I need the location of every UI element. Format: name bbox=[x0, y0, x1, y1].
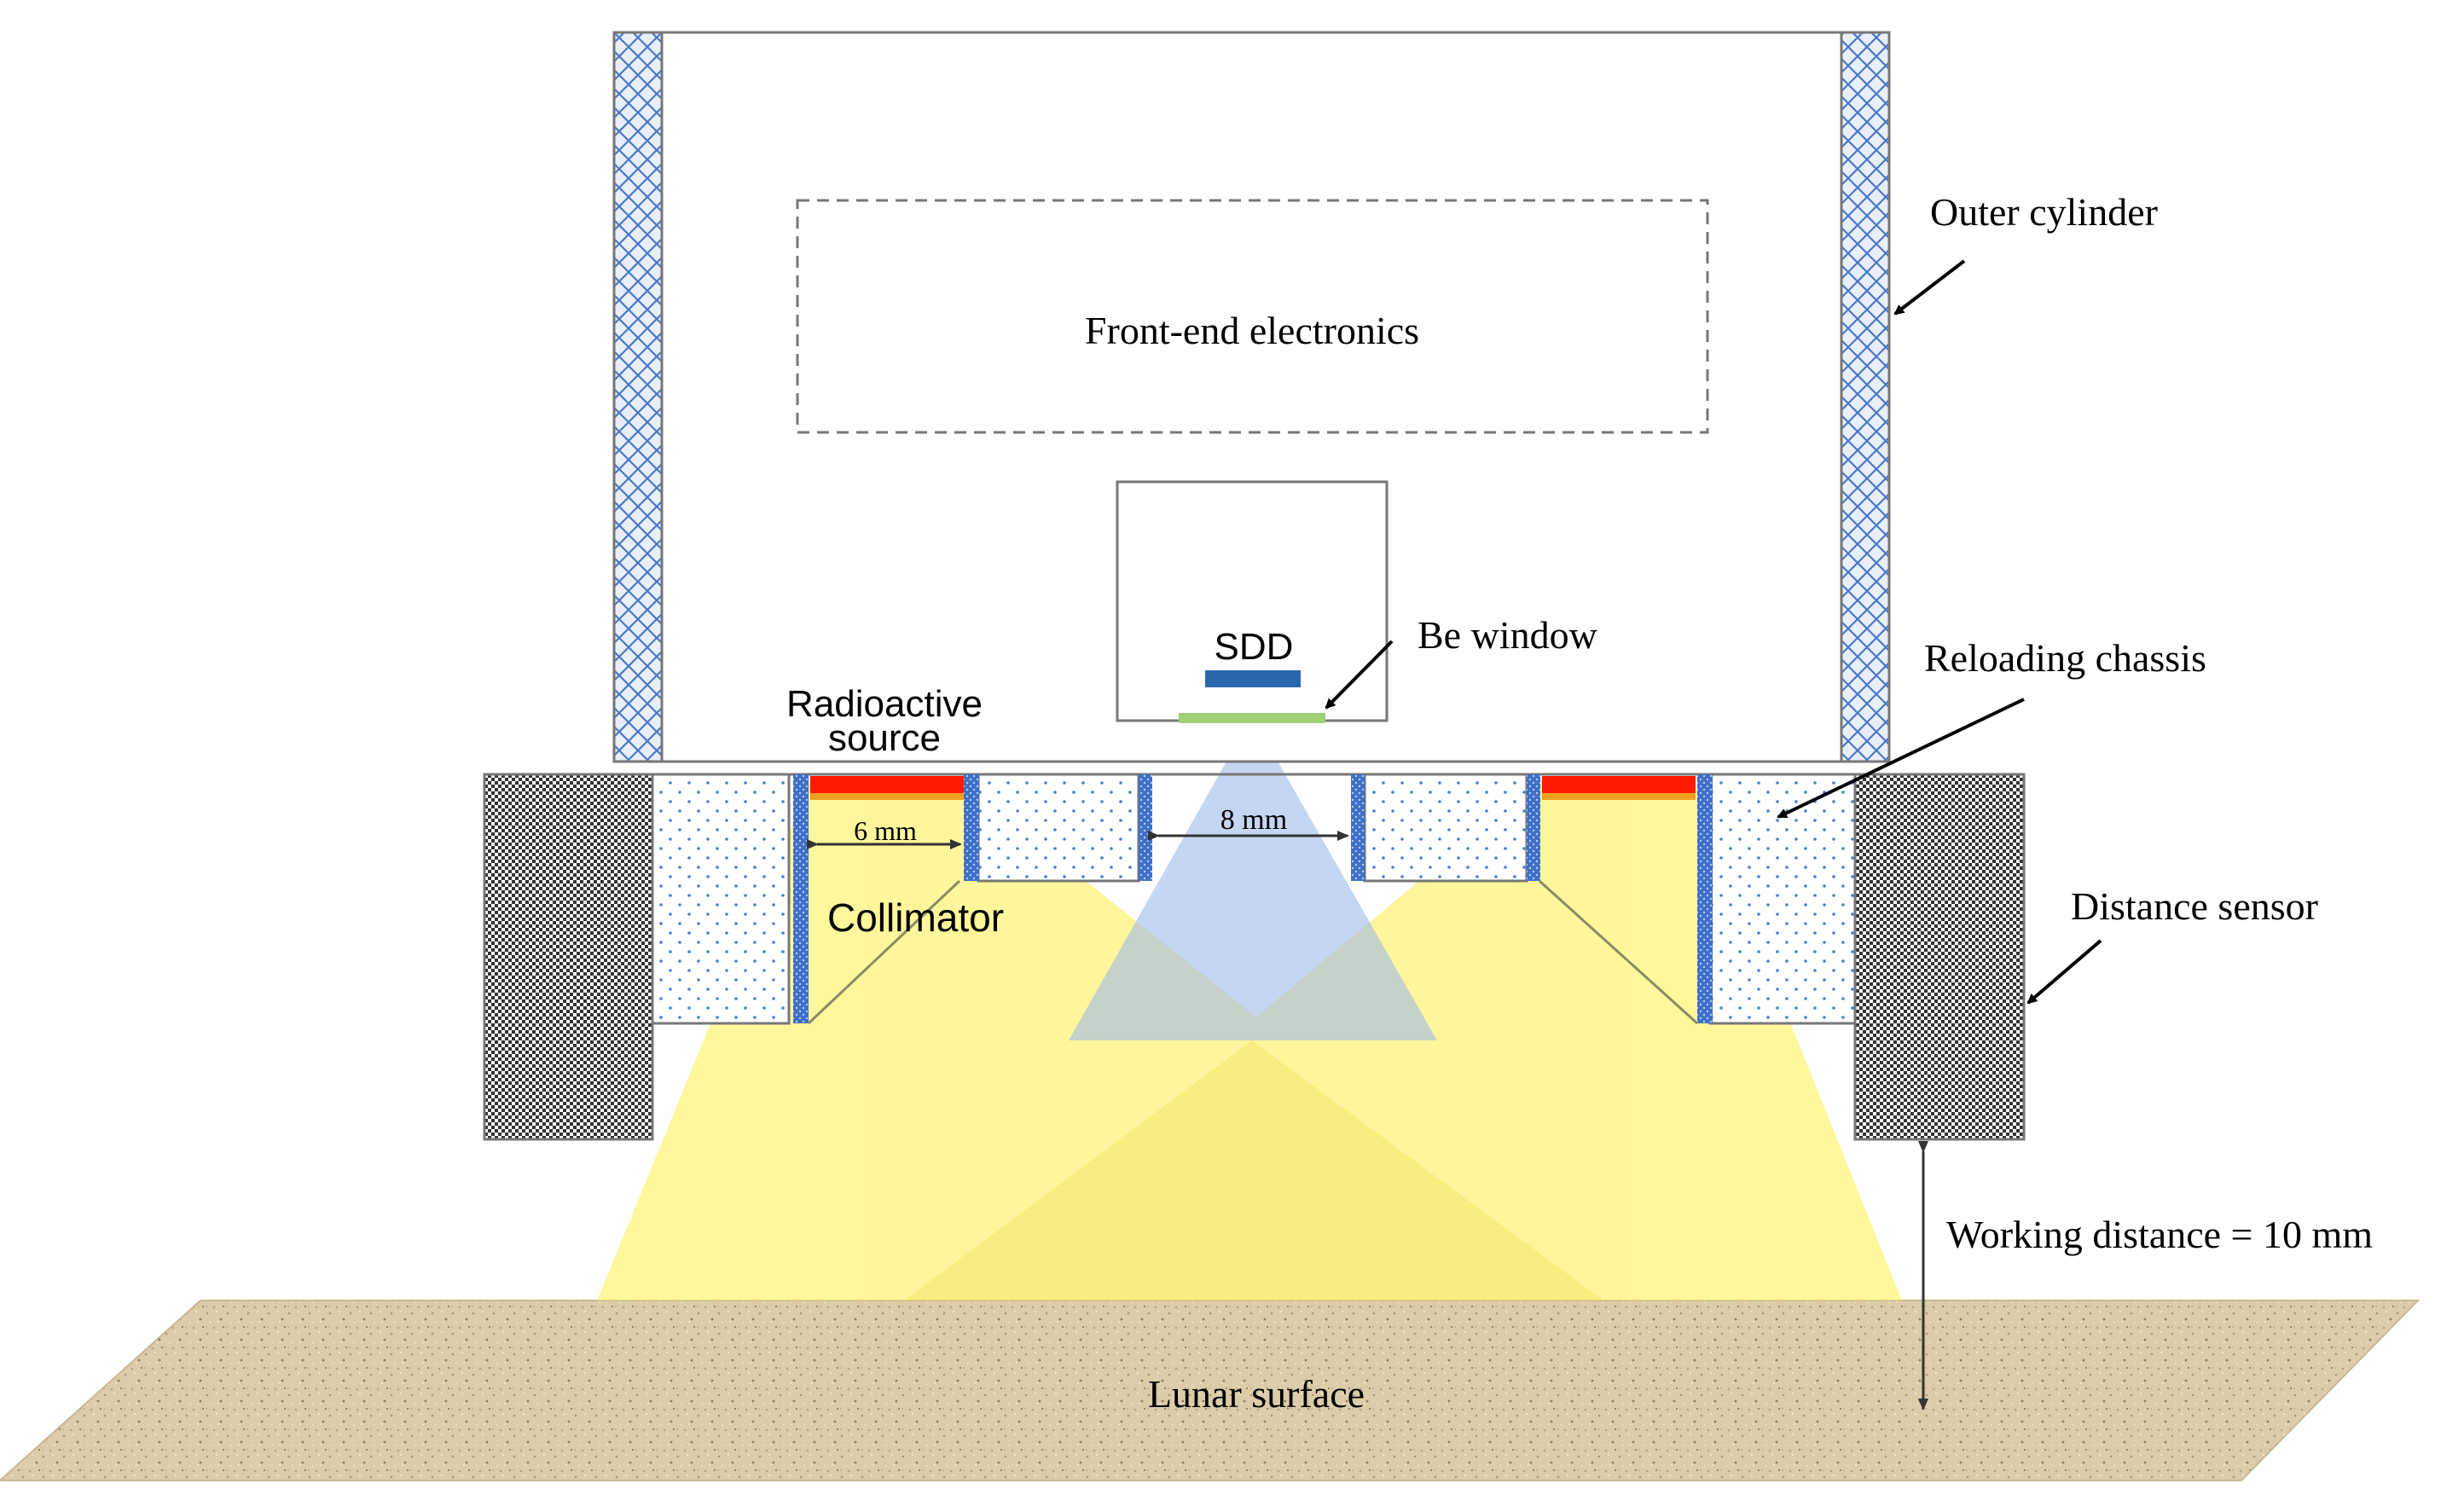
beam-edge-line bbox=[807, 879, 961, 1025]
collimator-label: Collimator bbox=[827, 895, 1004, 940]
chassis-block bbox=[1363, 773, 1528, 883]
outer-cylinder-left-wall bbox=[612, 31, 664, 763]
dimension-6mm: 6 mm bbox=[807, 815, 962, 849]
sdd-label: SDD bbox=[1215, 626, 1294, 668]
chassis-block bbox=[1708, 773, 1857, 1025]
radioactive-sources bbox=[810, 776, 1696, 800]
radioactive-source-right bbox=[1542, 776, 1696, 793]
working-distance-label: Working distance = 10 mm bbox=[1946, 1213, 2373, 1256]
reloading-chassis-callout-arrow bbox=[1777, 698, 2025, 819]
distance-sensor-left bbox=[483, 773, 654, 1141]
beam-edge-line bbox=[1538, 879, 1699, 1025]
be-window bbox=[1179, 713, 1325, 723]
radioactive-source-label-line1: Radioactive bbox=[786, 683, 983, 725]
reloading-chassis bbox=[651, 773, 1857, 1025]
detector-fov-lower bbox=[904, 1040, 1603, 1301]
collimator-strip bbox=[793, 774, 809, 1023]
radioactive-source-left-backing bbox=[810, 793, 964, 800]
radioactive-source-label-line2: source bbox=[828, 717, 941, 759]
collimator-strip bbox=[1139, 774, 1152, 881]
chassis-block bbox=[651, 773, 791, 1025]
dimension-8mm: 8 mm bbox=[1148, 804, 1349, 841]
reloading-chassis-label: Reloading chassis bbox=[1924, 636, 2206, 680]
collimator-strip bbox=[964, 774, 979, 881]
be-window-callout-arrow bbox=[1325, 640, 1394, 710]
distance-sensor-right bbox=[1853, 773, 2026, 1141]
collimator-strip bbox=[1351, 774, 1365, 881]
distance-sensor-label: Distance sensor bbox=[2071, 884, 2318, 928]
collimator-strip bbox=[1697, 774, 1713, 1023]
chassis-block bbox=[977, 773, 1140, 883]
collimator bbox=[793, 774, 1713, 1023]
outer-cylinder-right-wall bbox=[1840, 31, 1891, 763]
front-end-electronics-box bbox=[796, 199, 1709, 434]
be-window-label: Be window bbox=[1418, 613, 1598, 657]
outer-cylinder-callout-arrow bbox=[1893, 259, 1966, 316]
sdd-detector bbox=[1205, 670, 1301, 687]
lunar-surface-label: Lunar surface bbox=[1148, 1372, 1365, 1416]
radioactive-source-left bbox=[810, 776, 964, 793]
distance-sensor-callout-arrow bbox=[2026, 939, 2102, 1005]
radioactive-source-right-backing bbox=[1542, 793, 1696, 800]
detector-field-of-view bbox=[1069, 716, 1437, 1040]
front-end-electronics-label: Front-end electronics bbox=[1085, 309, 1419, 352]
dimension-6mm-label: 6 mm bbox=[854, 815, 917, 846]
collimator-strip bbox=[1527, 774, 1540, 881]
outer-cylinder-label: Outer cylinder bbox=[1930, 190, 2158, 234]
dimension-8mm-label: 8 mm bbox=[1220, 804, 1287, 836]
